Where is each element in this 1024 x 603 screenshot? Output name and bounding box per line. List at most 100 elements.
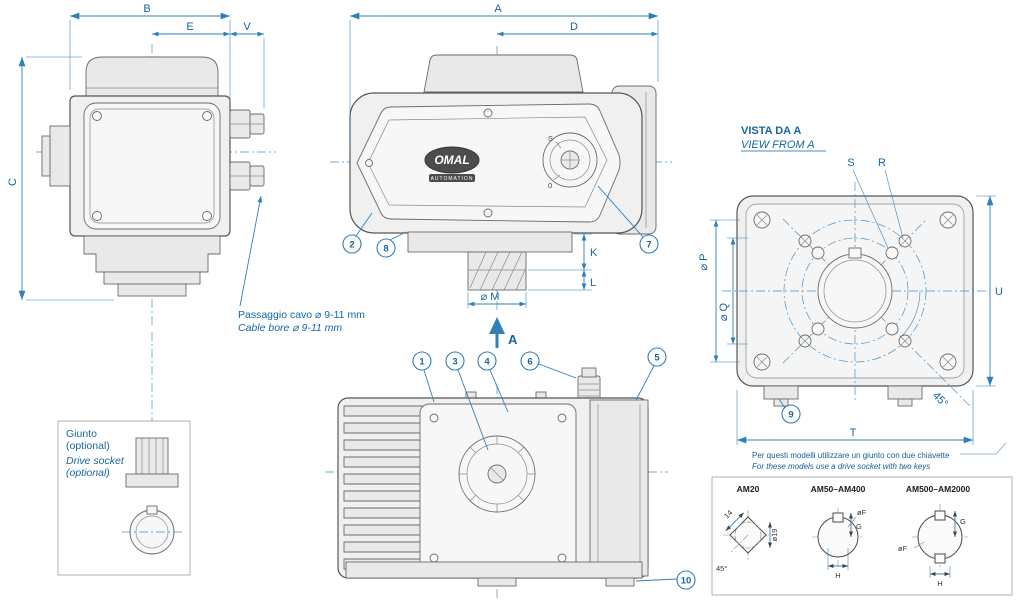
indicator-ring	[549, 139, 591, 181]
screw	[483, 208, 493, 218]
callout-number-4: 4	[484, 357, 490, 368]
actuator-lid	[85, 56, 219, 97]
dim-label-f: øF	[898, 544, 908, 553]
screw-cross-marks	[756, 214, 954, 368]
socket-flange	[125, 473, 179, 488]
callout-balloon-2	[342, 234, 362, 254]
circle-d19	[734, 521, 762, 549]
foot	[605, 577, 635, 587]
flange-step	[103, 271, 201, 285]
central-bore	[817, 253, 893, 329]
logo-banner	[429, 174, 475, 182]
key-note-it: Per questi modelli utilizzare un giunto …	[752, 451, 950, 460]
face-plate	[356, 103, 621, 223]
threaded-boss	[467, 251, 527, 291]
dim-label-h: H	[937, 579, 942, 588]
bottom-flange	[407, 231, 573, 253]
screw	[557, 553, 567, 563]
callout-number-9: 9	[788, 410, 793, 421]
dial-slot	[490, 467, 504, 481]
dim-label-u: U	[995, 286, 1003, 298]
omal-logo-text: OMAL	[434, 153, 469, 167]
giunto-label: Giunto	[66, 428, 97, 440]
cable-glands	[229, 109, 265, 191]
screw	[429, 413, 439, 423]
cable-note-it: Passaggio cavo ⌀ 9-11 mm	[238, 309, 365, 321]
angle-label-45: 45°	[930, 390, 950, 410]
keyway-bottom	[934, 553, 946, 564]
section-label-a: A	[508, 332, 518, 347]
foot	[477, 577, 517, 587]
actuator-lid	[423, 54, 584, 93]
keyway	[848, 247, 862, 259]
side-view: B E V C Passaggio cavo ⌀ 9-11 mm Cable b…	[7, 3, 365, 560]
callout-balloon-8	[376, 238, 396, 258]
flange-base	[117, 283, 187, 297]
leader-s	[852, 169, 889, 249]
screw	[92, 111, 102, 121]
callout-leader	[635, 365, 655, 401]
screw	[92, 211, 102, 221]
dim-label-g: G	[960, 517, 966, 526]
callout-balloon-10	[676, 570, 696, 590]
callout-balloon-4	[477, 351, 497, 371]
section-arrow-head	[489, 317, 505, 334]
callout-balloon-7	[639, 234, 659, 254]
bore	[817, 516, 859, 558]
bottom-view: 1 3 4 6 5 10	[325, 347, 696, 598]
angle-arc	[900, 290, 921, 338]
shaft-boss	[49, 125, 71, 187]
view-title-en: VIEW FROM A	[741, 139, 815, 151]
dim-label-q: ⌀ Q	[718, 302, 730, 321]
key-note-en: For these models use a drive socket with…	[752, 462, 930, 471]
bolt-hole	[885, 322, 899, 336]
callout-balloon-5	[647, 347, 667, 367]
face-inner-line	[367, 116, 608, 208]
model-label-am20: AM20	[737, 484, 760, 494]
callout-leader	[489, 369, 509, 413]
shaft-end	[41, 135, 51, 177]
callout-balloon-3	[445, 351, 465, 371]
dial-ticks	[459, 436, 535, 512]
omal-logo	[424, 146, 480, 174]
cable-note-en: Cable bore ⌀ 9-11 mm	[238, 322, 342, 334]
dim-line-14	[725, 512, 745, 532]
model-label-am50-am400: AM50–AM400	[811, 484, 866, 494]
dim-label-r: R	[878, 157, 886, 169]
dim-label-v: V	[243, 21, 251, 33]
leader-f	[913, 541, 925, 549]
mounting-flange	[83, 235, 221, 273]
mounting-foot	[763, 385, 799, 400]
keyway-top	[934, 510, 946, 521]
dim-label-c: C	[7, 178, 19, 186]
hole-cross-marks	[800, 236, 910, 346]
callout-number-6: 6	[527, 357, 532, 368]
bore-inner-line	[823, 259, 887, 323]
mounting-foot	[887, 385, 923, 400]
screw	[202, 211, 212, 221]
logo-banner-text: AUTOMATION	[431, 176, 474, 182]
angle-line	[729, 534, 749, 554]
bolt-circle-q	[801, 237, 909, 345]
socket-keyway	[146, 505, 158, 515]
drive-socket-label: Drive socket	[66, 455, 125, 467]
dim-label-a: A	[494, 3, 502, 15]
base-plate	[345, 561, 643, 579]
am500-am2000-drive: G øF H	[898, 504, 968, 588]
keyway	[832, 512, 844, 523]
screw	[483, 108, 493, 118]
callout-leader	[355, 212, 373, 237]
callout-leader	[635, 578, 678, 582]
callout-number-8: 8	[383, 244, 388, 255]
dim-label-h: H	[835, 571, 840, 580]
drive-socket-box: Giunto (optional) Drive socket (optional…	[57, 420, 191, 576]
socket-splines	[141, 438, 164, 474]
view-title-it: VISTA DA A	[741, 125, 801, 137]
limit-switch-compartment	[589, 399, 649, 577]
cover-inner-line	[89, 108, 215, 224]
front-view: OMAL AUTOMATION S 0 A D K L	[330, 3, 672, 348]
position-indicator: S 0	[542, 132, 598, 190]
indicator-tick	[555, 141, 562, 149]
